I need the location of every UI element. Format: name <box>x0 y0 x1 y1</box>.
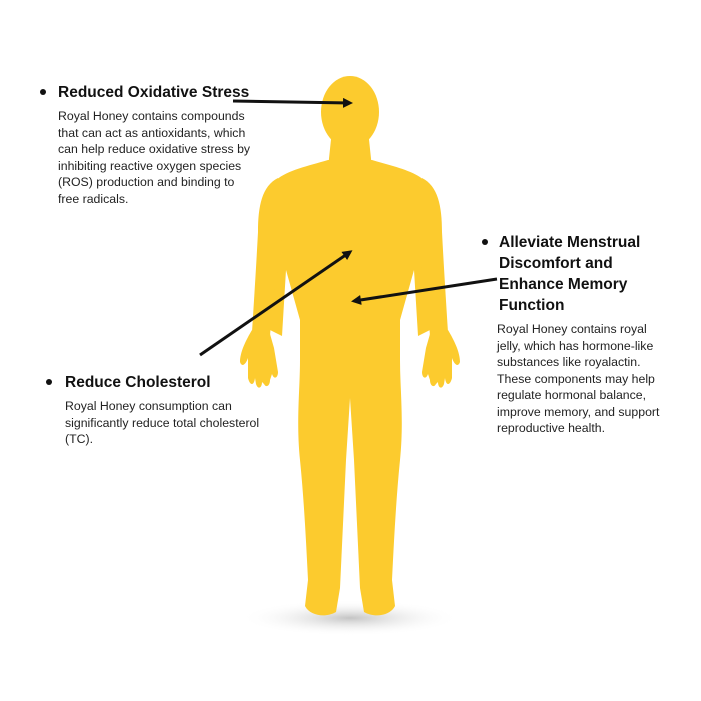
bullet-icon <box>482 239 488 245</box>
left-hand <box>240 330 278 388</box>
arrow-menstrual-memory <box>351 277 498 305</box>
left-arm <box>252 178 282 336</box>
callout-heading: Alleviate Menstrual Discomfort and Enhan… <box>482 232 682 316</box>
arrow-oxidative-stress <box>232 97 353 108</box>
callout-title: Reduce Cholesterol <box>65 374 211 391</box>
callout-heading: Reduce Cholesterol <box>46 372 266 393</box>
callout-menstrual-memory: Alleviate Menstrual Discomfort and Enhan… <box>482 232 682 437</box>
callout-oxidative-stress: Reduced Oxidative Stress Royal Honey con… <box>40 82 260 207</box>
right-hand <box>422 330 460 388</box>
arrow-cholesterol <box>199 250 353 357</box>
callout-description: Royal Honey contains royal jelly, which … <box>497 322 660 435</box>
right-arm <box>418 178 448 336</box>
human-silhouette <box>240 76 460 616</box>
pointer-arrows <box>199 97 498 357</box>
ground-shadow <box>240 600 460 636</box>
callout-title: Reduced Oxidative Stress <box>58 84 250 101</box>
callout-heading: Reduced Oxidative Stress <box>40 82 260 103</box>
callout-title: Alleviate Menstrual Discomfort and Enhan… <box>499 234 641 314</box>
callout-description: Royal Honey contains compounds that can … <box>58 109 251 206</box>
callout-cholesterol: Reduce Cholesterol Royal Honey consumpti… <box>46 372 266 448</box>
callout-description: Royal Honey consumption can significantl… <box>65 399 260 446</box>
torso-and-legs <box>261 160 439 616</box>
bullet-icon <box>46 379 52 385</box>
bullet-icon <box>40 89 46 95</box>
neck <box>328 130 372 168</box>
